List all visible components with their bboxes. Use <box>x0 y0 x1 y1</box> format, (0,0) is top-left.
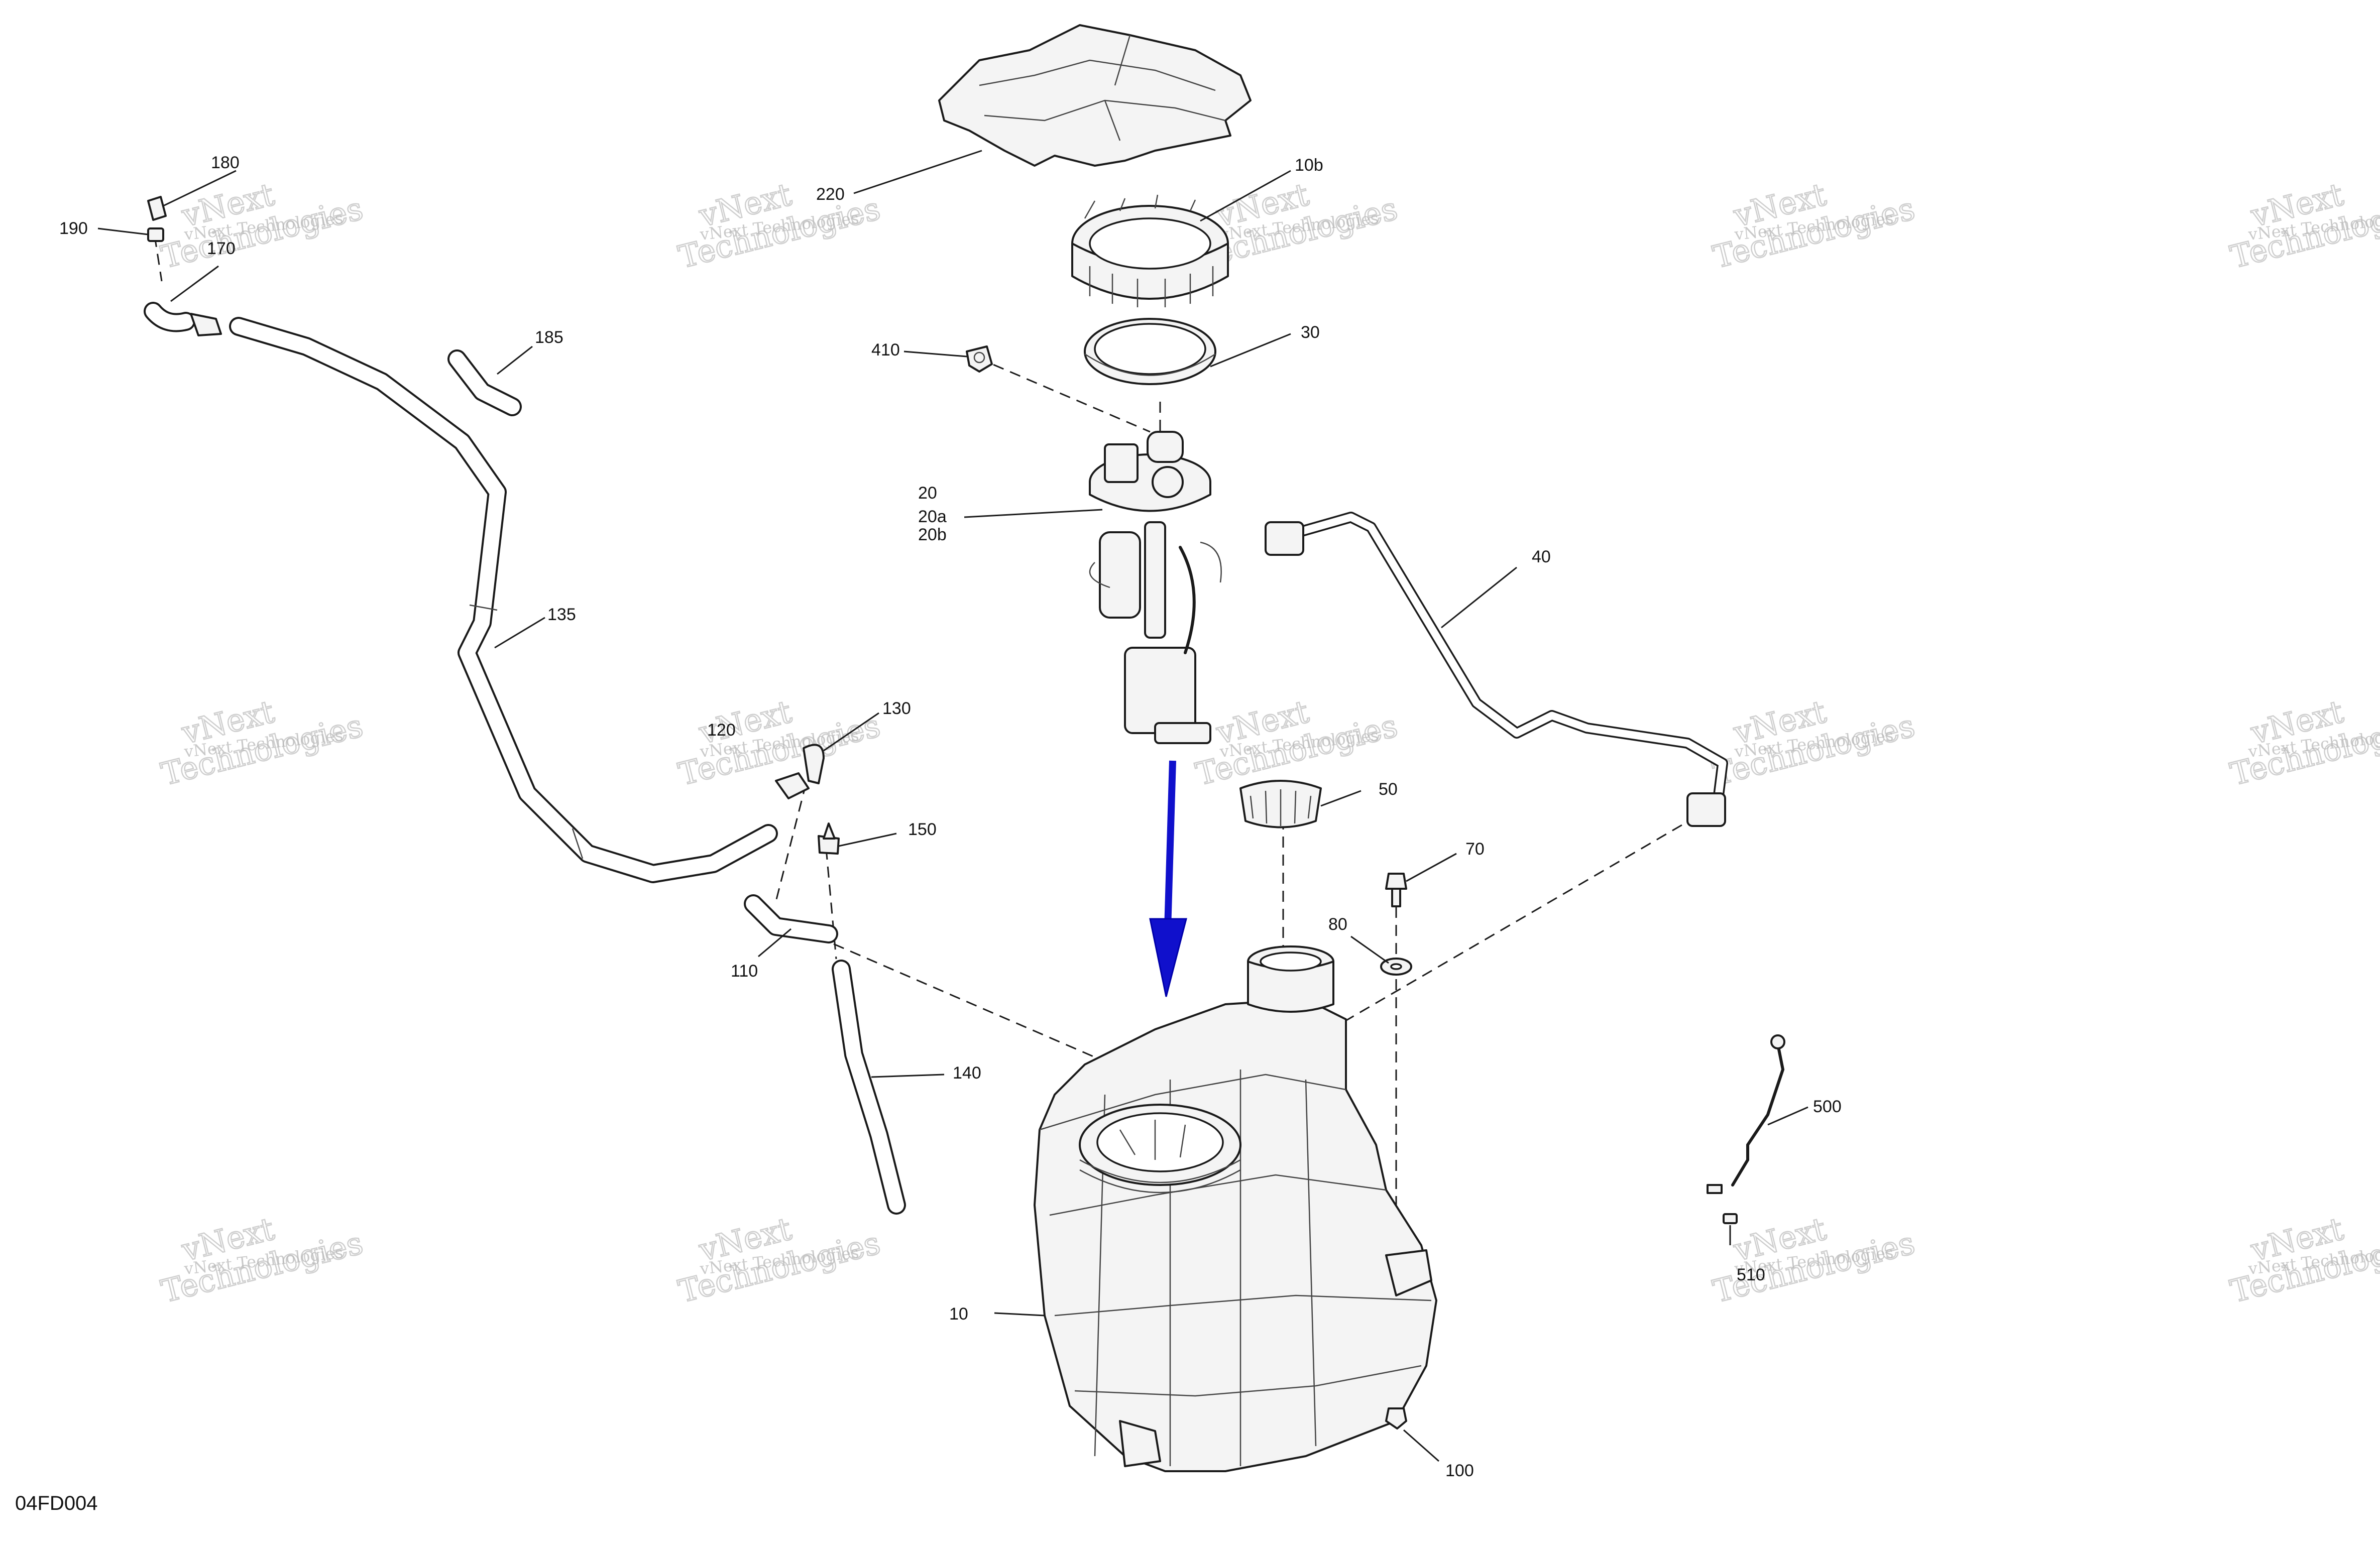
clip-410 <box>966 345 993 373</box>
callout-150: 150 <box>908 820 937 839</box>
callout-410: 410 <box>871 340 900 360</box>
callout-80: 80 <box>1328 915 1347 934</box>
callout-190: 190 <box>59 219 88 238</box>
skid-plate-220 <box>938 24 1252 167</box>
assembly-direction-arrow <box>1149 760 1187 997</box>
callout-140: 140 <box>953 1063 981 1083</box>
fuel-pump-module-20 <box>1089 431 1222 744</box>
fitting-120 <box>775 772 810 799</box>
callout-20a: 20a <box>918 507 947 526</box>
bolt-70 <box>1385 873 1407 907</box>
callout-20: 20 <box>918 484 937 503</box>
callout-180: 180 <box>211 153 240 172</box>
nut-100 <box>1385 1407 1407 1430</box>
callout-50: 50 <box>1379 780 1398 799</box>
callout-120: 120 <box>707 721 736 740</box>
filter-50 <box>1239 780 1322 828</box>
callout-labels: 220 10b 180 190 170 185 30 410 20 20a 20… <box>59 153 1842 1480</box>
callout-70: 70 <box>1465 840 1485 859</box>
diagram-reference-code: 04FD004 <box>15 1492 98 1514</box>
callout-10: 10 <box>949 1304 968 1324</box>
part-510 <box>1723 1213 1738 1224</box>
elbow-170 <box>144 302 195 332</box>
callout-130: 130 <box>882 699 911 718</box>
callout-135: 135 <box>547 605 576 624</box>
callout-170: 170 <box>207 239 236 258</box>
leader-lines <box>97 150 1808 1462</box>
callout-20b: 20b <box>918 525 947 544</box>
sensor-cable-500 <box>1707 1034 1785 1194</box>
callout-510: 510 <box>1737 1265 1765 1284</box>
short-hose-185 <box>447 349 522 416</box>
nut-190 <box>147 227 164 242</box>
callout-30: 30 <box>1301 323 1320 342</box>
callout-185: 185 <box>535 328 563 347</box>
seal-ring-30 <box>1084 318 1216 385</box>
fitting-180 <box>147 196 167 221</box>
valve-170 <box>190 313 222 336</box>
callout-110: 110 <box>731 962 758 981</box>
washer-80 <box>1380 958 1412 976</box>
assembly-dashed-lines <box>154 235 1698 1406</box>
callout-500: 500 <box>1813 1097 1842 1116</box>
fuel-tank-10 <box>1034 945 1437 1472</box>
callout-40: 40 <box>1532 547 1551 566</box>
callout-10b: 10b <box>1295 156 1323 175</box>
hose-140 <box>832 960 906 1215</box>
callout-220: 220 <box>816 185 845 204</box>
clamp-130 <box>803 744 825 784</box>
check-valve-150 <box>818 822 840 855</box>
vent-hose-135 <box>229 317 778 883</box>
callout-100: 100 <box>1445 1461 1474 1480</box>
hose-110 <box>744 894 838 943</box>
lock-ring-10b <box>1071 194 1229 307</box>
wiring-harness-40 <box>1265 512 1728 827</box>
